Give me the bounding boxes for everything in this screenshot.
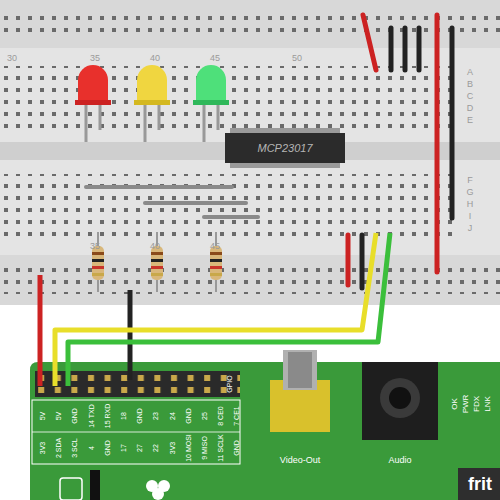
status-led-label: OK bbox=[451, 398, 459, 410]
row-letter: C bbox=[467, 92, 474, 101]
chip-body bbox=[225, 133, 345, 163]
pin-label: 5V bbox=[55, 412, 62, 421]
row-letter: D bbox=[467, 104, 474, 113]
pin-label: 14 TXD bbox=[87, 404, 94, 428]
rail-holes bbox=[0, 8, 500, 40]
column-number: 50 bbox=[292, 54, 302, 63]
pin-label: 8 CE0 bbox=[217, 406, 224, 425]
audio-jack bbox=[362, 362, 438, 440]
chip-label: MCP23017 bbox=[225, 133, 345, 163]
status-led-label: FDX bbox=[473, 396, 481, 412]
row-letter: H bbox=[467, 200, 474, 209]
column-number: 45 bbox=[210, 242, 220, 251]
column-number: 35 bbox=[90, 54, 100, 63]
chip-name: MCP23017 bbox=[257, 142, 312, 154]
pin-label: 3V3 bbox=[39, 442, 46, 454]
pin-label: GND bbox=[103, 440, 110, 456]
pin-label: 3 SCL bbox=[71, 438, 78, 457]
header-label: GPIO bbox=[226, 375, 233, 393]
pin-label: 7 CE1 bbox=[233, 406, 240, 425]
pin-label: GND bbox=[184, 408, 191, 424]
pin-label-divider bbox=[32, 432, 240, 433]
video-jack bbox=[270, 350, 330, 432]
row-letter: F bbox=[467, 176, 473, 185]
pin-label: 10 MOSI bbox=[184, 434, 191, 462]
pin-label-box bbox=[32, 400, 240, 464]
power-rail-bottom bbox=[0, 255, 500, 305]
row-letter: A bbox=[467, 68, 473, 77]
pi-wires bbox=[40, 233, 390, 386]
pin-label: 4 bbox=[87, 446, 94, 450]
pin-label: 18 bbox=[120, 412, 127, 420]
holes-a-e bbox=[0, 66, 460, 132]
column-number: 40 bbox=[150, 242, 160, 251]
holes-f-j bbox=[0, 174, 460, 240]
row-letter: I bbox=[469, 212, 472, 221]
rail-holes bbox=[0, 262, 500, 294]
column-number: 35 bbox=[90, 242, 100, 251]
row-letter: B bbox=[467, 80, 473, 89]
yellow-led bbox=[134, 65, 170, 105]
pin-label: 3V3 bbox=[168, 442, 175, 454]
fritzing-badge bbox=[458, 468, 500, 500]
pin-label: 23 bbox=[152, 412, 159, 420]
pin-label: 25 bbox=[201, 412, 208, 420]
column-number: 30 bbox=[7, 54, 17, 63]
column-number: 45 bbox=[210, 54, 220, 63]
pin-label: 11 SCLK bbox=[217, 434, 224, 462]
green-led bbox=[193, 65, 229, 105]
led-legs bbox=[86, 100, 218, 142]
pin-label: 22 bbox=[152, 444, 159, 452]
status-led-label: PWR bbox=[462, 395, 470, 414]
pin-label: 17 bbox=[120, 444, 127, 452]
port-label: Video-Out bbox=[280, 456, 320, 465]
row-letter: G bbox=[466, 188, 473, 197]
pin-label: GND bbox=[233, 440, 240, 456]
pi-board bbox=[30, 362, 500, 500]
pin-label: 27 bbox=[136, 444, 143, 452]
pin-label: 24 bbox=[168, 412, 175, 420]
jumper-wires bbox=[86, 187, 258, 217]
power-rail-top bbox=[0, 0, 500, 48]
pin-label: GND bbox=[136, 408, 143, 424]
port-label: Audio bbox=[388, 456, 411, 465]
row-letter: J bbox=[468, 224, 473, 233]
breadboard bbox=[0, 0, 500, 305]
red-led bbox=[75, 65, 111, 105]
pin-label: 5V bbox=[39, 412, 46, 421]
status-led-label: LNK bbox=[484, 396, 492, 412]
pin-label: 15 RXD bbox=[103, 404, 110, 429]
power-wires bbox=[348, 15, 452, 288]
pi-logo bbox=[60, 470, 170, 500]
resistors bbox=[92, 232, 222, 292]
pin-label: GND bbox=[71, 408, 78, 424]
row-letter: E bbox=[467, 116, 473, 125]
column-number: 40 bbox=[150, 54, 160, 63]
chip-pins bbox=[230, 128, 340, 168]
pin-label: 2 SDA bbox=[55, 438, 62, 458]
watermark: frit bbox=[468, 475, 492, 493]
pin-label: 9 MISO bbox=[201, 436, 208, 460]
